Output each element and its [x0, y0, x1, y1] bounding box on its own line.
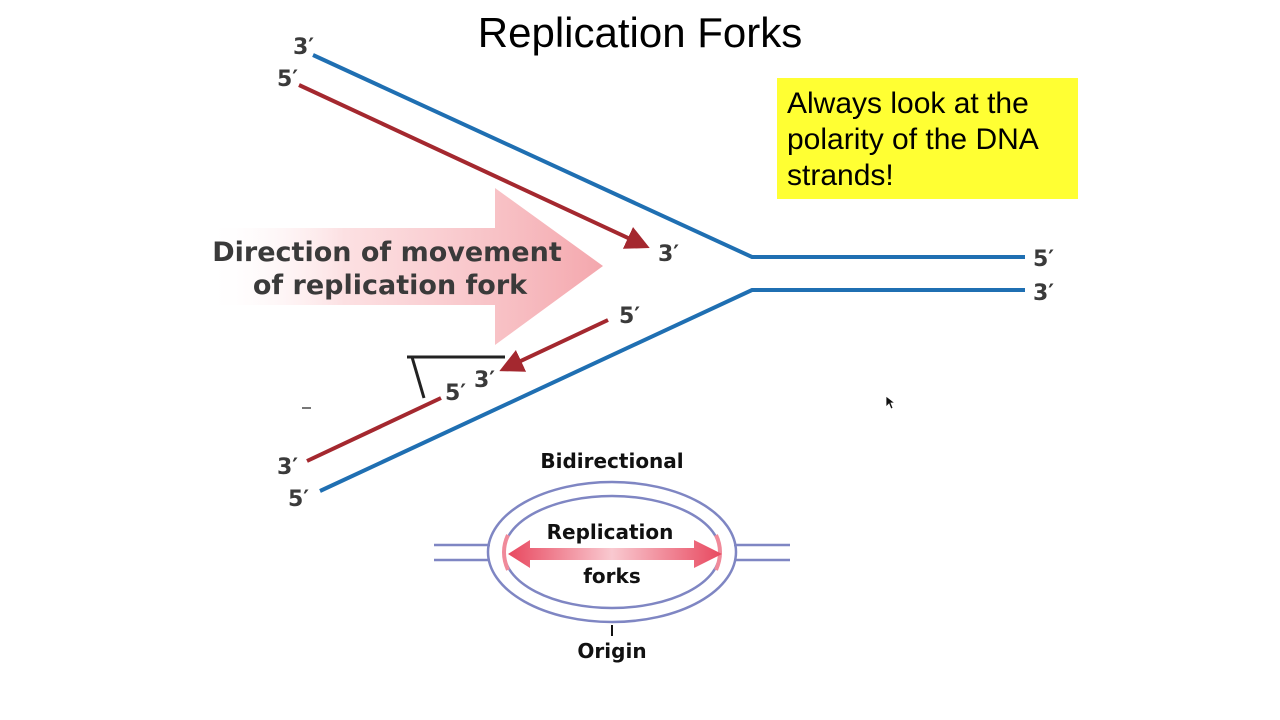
page-title: Replication Forks — [478, 9, 802, 56]
mouse-pointer-icon — [885, 395, 897, 410]
replication-bubble: Bidirectional Replication forks Origin — [434, 449, 790, 663]
direction-label-line1: Direction of movement — [212, 237, 562, 268]
label-fragment-3prime: 3′ — [474, 368, 495, 393]
origin-label: Origin — [577, 639, 646, 663]
bubble-forks-line2: forks — [583, 564, 641, 588]
polarity-callout: Always look at the polarity of the DNA s… — [777, 78, 1078, 199]
left-fork-arrow — [508, 540, 612, 568]
callout-line-1: Always look at the — [787, 87, 1029, 120]
label-leading-tip-3prime: 3′ — [658, 242, 679, 267]
lagging-strand-new-fragment — [499, 318, 609, 372]
top-template-strand — [312, 53, 1025, 259]
label-bottom-red-3prime: 3′ — [277, 455, 298, 480]
primer-bracket-leg — [410, 356, 426, 399]
label-bottom-blue-5prime: 5′ — [288, 487, 309, 512]
label-fragment-5prime: 5′ — [445, 381, 466, 406]
callout-line-3: strands! — [787, 159, 894, 192]
bubble-forks-line1: Replication — [547, 520, 674, 544]
bubble-heading: Bidirectional — [540, 449, 683, 473]
bubble-outer — [486, 480, 738, 624]
label-right-bottom-3prime: 3′ — [1033, 281, 1054, 306]
leading-strand — [298, 83, 650, 249]
label-lagging-5prime: 5′ — [619, 304, 640, 329]
right-fork-arrow — [612, 540, 722, 568]
bottom-template-strand — [319, 288, 1025, 493]
label-top-blue-3prime: 3′ — [293, 35, 314, 60]
lagging-strand-okazaki-fragment — [306, 396, 442, 463]
direction-label-line2: of replication fork — [253, 270, 528, 301]
direction-arrow — [205, 188, 603, 345]
label-right-top-5prime: 5′ — [1033, 247, 1054, 272]
callout-line-2: polarity of the DNA — [787, 123, 1039, 156]
label-top-red-5prime: 5′ — [277, 67, 298, 92]
